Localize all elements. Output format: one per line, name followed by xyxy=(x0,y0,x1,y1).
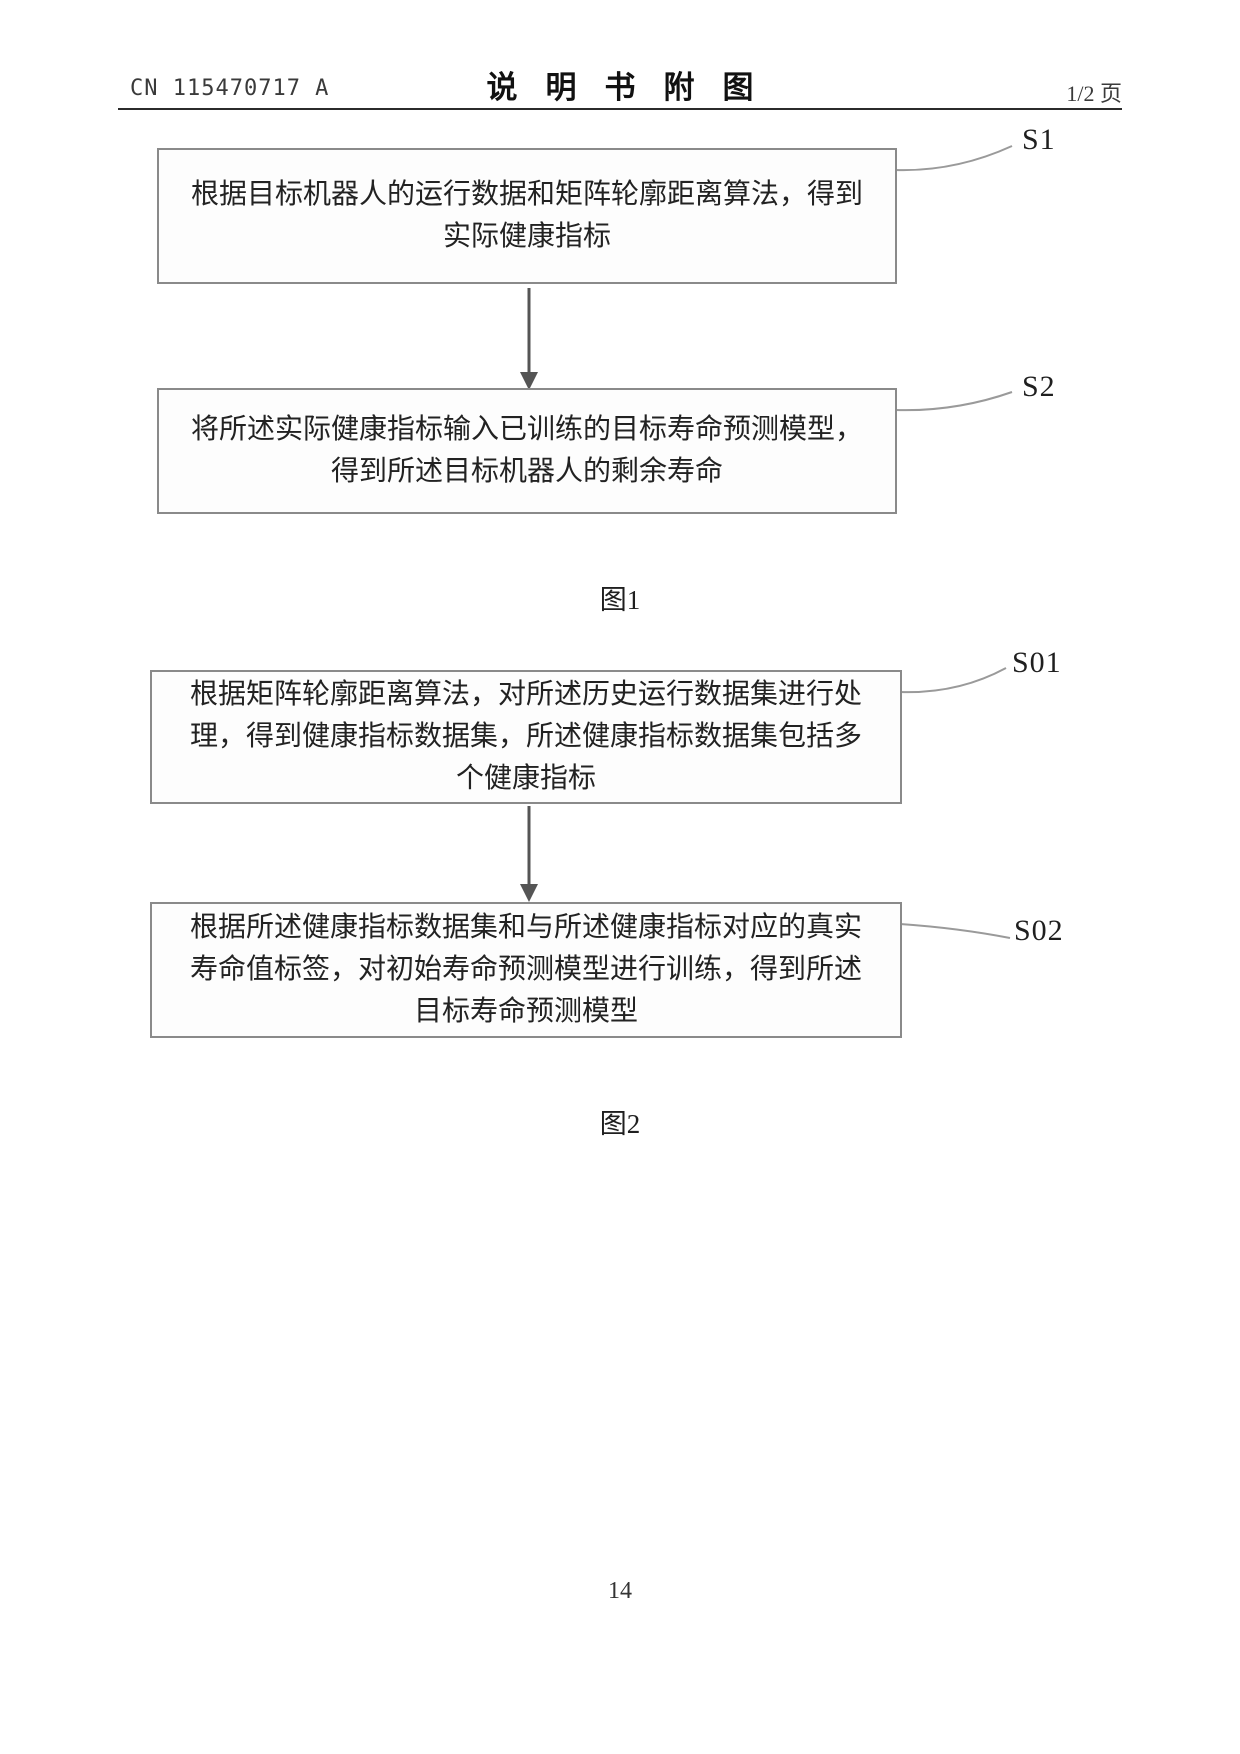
step-s01-text: 根据矩阵轮廓距离算法，对所述历史运行数据集进行处 理，得到健康指标数据集，所述健… xyxy=(189,679,862,794)
step-s02-text: 根据所述健康指标数据集和与所述健康指标对应的真实 寿命值标签，对初始寿命预测模型… xyxy=(189,912,862,1027)
flowchart-step-s2: 将所述实际健康指标输入已训练的目标寿命预测模型， 得到所述目标机器人的剩余寿命 xyxy=(157,388,897,514)
leader-line-s1 xyxy=(894,145,1013,172)
step-label-s2: S2 xyxy=(1022,370,1056,403)
step-label-s02: S02 xyxy=(1014,914,1064,947)
leader-line-s01 xyxy=(899,667,1007,694)
step-s1-text: 根据目标机器人的运行数据和矩阵轮廓距离算法，得到 实际健康指标 xyxy=(190,179,863,252)
leader-line-s02 xyxy=(899,923,1011,939)
figure2-caption: 图2 xyxy=(599,1109,641,1139)
page-title: 说明书附图 xyxy=(486,70,782,105)
page-number: 14 xyxy=(608,1578,632,1604)
flowchart-step-s1: 根据目标机器人的运行数据和矩阵轮廓距离算法，得到 实际健康指标 xyxy=(157,148,897,284)
leader-line-s2 xyxy=(894,391,1013,412)
step-s2-text: 将所述实际健康指标输入已训练的目标寿命预测模型， 得到所述目标机器人的剩余寿命 xyxy=(190,414,863,487)
step-label-s1: S1 xyxy=(1022,123,1056,156)
flowchart-step-s01: 根据矩阵轮廓距离算法，对所述历史运行数据集进行处 理，得到健康指标数据集，所述健… xyxy=(150,670,902,804)
document-number: CN 115470717 A xyxy=(130,76,330,101)
flowchart-step-s02: 根据所述健康指标数据集和与所述健康指标对应的真实 寿命值标签，对初始寿命预测模型… xyxy=(150,902,902,1038)
figure1-caption: 图1 xyxy=(599,585,641,615)
step-label-s01: S01 xyxy=(1012,646,1062,679)
page-indicator: 1/2 页 xyxy=(1066,81,1122,106)
header-divider xyxy=(118,108,1122,110)
flow-arrow-2-head xyxy=(520,884,538,902)
